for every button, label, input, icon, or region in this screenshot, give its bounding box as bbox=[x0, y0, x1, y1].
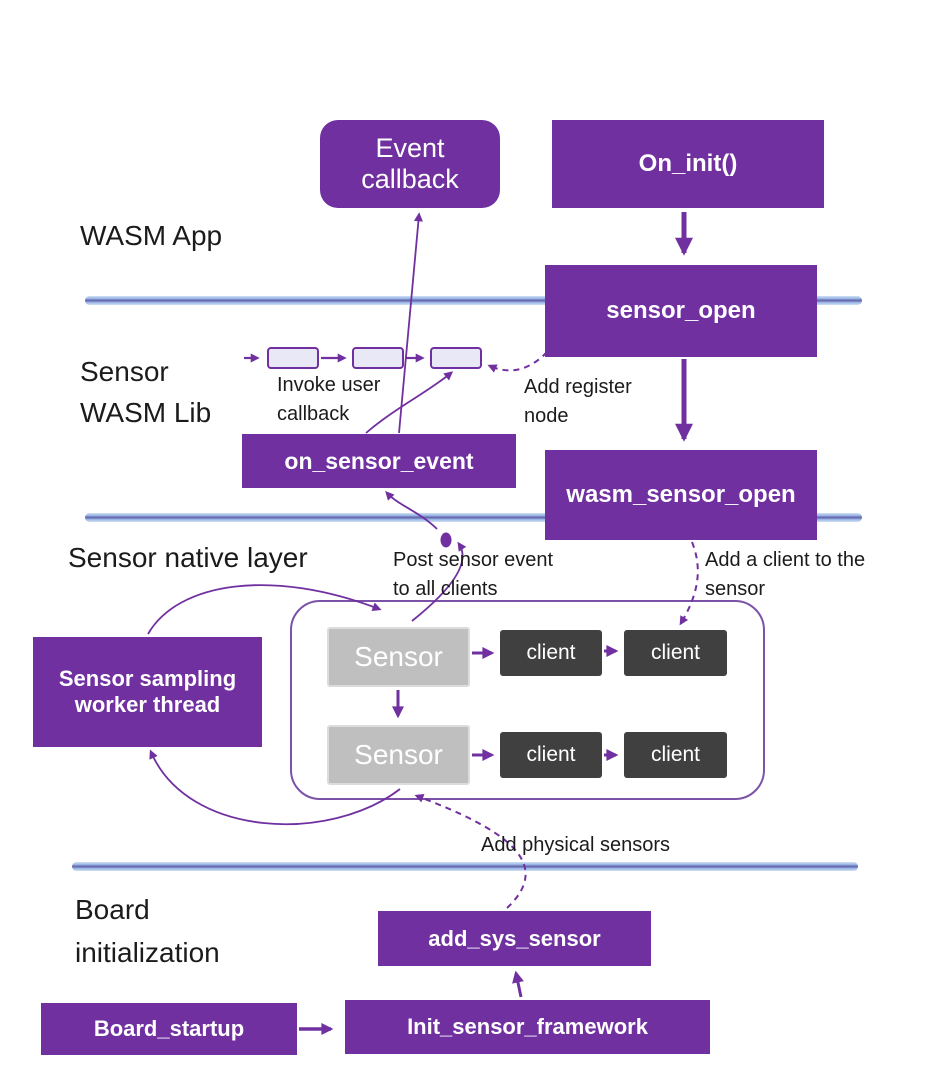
node-sensor-open: sensor_open bbox=[545, 265, 817, 357]
node-event-callback-label: Event callback bbox=[361, 133, 459, 194]
node-board-startup: Board_startup bbox=[41, 1003, 297, 1055]
arrow-post-event-upper bbox=[385, 491, 438, 530]
boundary-crossing-dot bbox=[440, 532, 452, 548]
node-client-1a-label: client bbox=[526, 641, 576, 664]
annotation-add-physical-sensors: Add physical sensors bbox=[481, 834, 670, 856]
annotation-invoke-user-callback: Invoke user callback bbox=[277, 374, 381, 425]
layer-divider-board bbox=[72, 862, 858, 871]
node-wasm-sensor-open-label: wasm_sensor_open bbox=[566, 481, 796, 508]
node-add-sys-sensor: add_sys_sensor bbox=[378, 911, 651, 966]
layer-label-sensor-native: Sensor native layer bbox=[68, 542, 308, 573]
layer-label-wasm-app: WASM App bbox=[80, 220, 223, 251]
annotation-add-client-to-sensor: Add a client to the sensor bbox=[705, 549, 866, 600]
node-add-sys-sensor-label: add_sys_sensor bbox=[428, 925, 601, 951]
arrow-initframework-to-addsyssensor bbox=[512, 970, 524, 998]
node-init-sensor-framework: Init_sensor_framework bbox=[345, 1000, 710, 1054]
node-on-sensor-event: on_sensor_event bbox=[242, 434, 516, 488]
node-init-sensor-framework-label: Init_sensor_framework bbox=[407, 1014, 648, 1039]
arrow-add-client-dashed bbox=[679, 541, 699, 626]
annotation-post-sensor-event: Post sensor event to all clients bbox=[393, 549, 554, 600]
node-sensor-2: Sensor bbox=[327, 725, 470, 785]
arrow-invoke-callback-up bbox=[398, 212, 423, 434]
arrow-onsensorevent-to-list bbox=[365, 371, 454, 434]
arrow-worker-to-sensors bbox=[147, 584, 382, 635]
node-client-2a-label: client bbox=[526, 743, 576, 766]
node-client-1b: client bbox=[624, 630, 727, 676]
node-event-callback: Event callback bbox=[320, 120, 500, 208]
annotation-add-register-node: Add register node bbox=[524, 376, 632, 427]
sensor-client-container bbox=[290, 600, 765, 800]
arrow-post-event-lower bbox=[411, 541, 467, 622]
node-client-2a: client bbox=[500, 732, 602, 778]
node-client-2b-label: client bbox=[650, 743, 701, 766]
register-node-3 bbox=[430, 347, 482, 369]
node-client-1b-label: client bbox=[650, 641, 701, 664]
layer-label-sensor-wasm-lib: Sensor WASM Lib bbox=[80, 356, 212, 428]
node-on-sensor-event-label: on_sensor_event bbox=[284, 447, 474, 474]
layer-label-board-init: Board initialization bbox=[75, 894, 220, 969]
node-sensor-1: Sensor bbox=[327, 627, 470, 687]
layer-divider-native bbox=[85, 513, 862, 522]
layer-divider-wasm-app bbox=[85, 296, 862, 305]
arrow-add-physical-sensors-dashed bbox=[414, 794, 527, 909]
node-sensor-open-label: sensor_open bbox=[606, 297, 756, 324]
register-node-1 bbox=[267, 347, 319, 369]
node-on-init-label: On_init() bbox=[638, 150, 738, 177]
register-node-2 bbox=[352, 347, 404, 369]
node-client-2b: client bbox=[624, 732, 727, 778]
node-sensor-sampling-worker: Sensor sampling worker thread bbox=[33, 637, 262, 747]
arrow-sensors-to-worker bbox=[149, 749, 401, 826]
node-on-init: On_init() bbox=[552, 120, 824, 208]
node-client-1a: client bbox=[500, 630, 602, 676]
arrow-add-register-node-dashed bbox=[487, 351, 548, 373]
node-sensor-sampling-worker-label: Sensor sampling worker thread bbox=[58, 666, 237, 717]
node-board-startup-label: Board_startup bbox=[93, 1016, 245, 1041]
node-sensor-2-label: Sensor bbox=[354, 739, 443, 770]
node-wasm-sensor-open: wasm_sensor_open bbox=[545, 450, 817, 540]
node-sensor-1-label: Sensor bbox=[354, 641, 443, 672]
